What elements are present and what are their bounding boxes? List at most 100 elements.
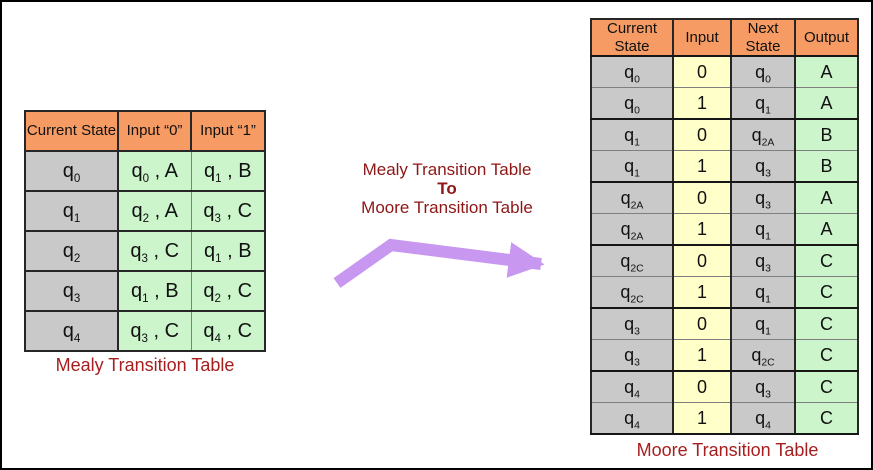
cell: q4 — [590, 371, 674, 403]
state-subscript: 3 — [634, 357, 640, 369]
cell-text: q — [130, 279, 143, 302]
transform-label-line2: To — [437, 179, 457, 198]
state-subscript: 2A — [630, 200, 644, 212]
cell-text: q — [131, 199, 143, 222]
cell-text: 0 — [696, 187, 707, 208]
cell-text: q — [624, 92, 635, 113]
cell: 1 — [672, 339, 732, 372]
cell: q2C — [590, 276, 674, 309]
state-subscript: 4 — [214, 331, 221, 345]
cell-text: q — [755, 155, 766, 176]
cell: q2A — [590, 182, 674, 214]
state-subscript: 2 — [214, 291, 221, 305]
cell: q2C — [590, 245, 674, 277]
cell-text: 0 — [696, 124, 707, 145]
cell: C — [794, 245, 859, 277]
cell-text: A — [820, 218, 833, 239]
cell: q3 — [590, 308, 674, 340]
cell-text: A — [820, 61, 833, 82]
state-subscript: 0 — [634, 105, 640, 117]
cell: q0 — [24, 150, 119, 192]
cell: q2A — [590, 213, 674, 246]
cell-suffix: , B — [148, 279, 179, 302]
cell-text: 0 — [696, 313, 707, 334]
cell-text: 1 — [696, 155, 707, 176]
state-subscript: 2 — [142, 211, 150, 225]
cell-text: q — [624, 124, 635, 145]
column-header: Current State — [590, 18, 674, 57]
cell-text: q — [755, 187, 766, 208]
column-header: Input — [672, 18, 732, 57]
state-subscript: 1 — [215, 251, 222, 265]
column-header: Output — [794, 18, 859, 57]
cell: 0 — [672, 56, 732, 88]
cell-suffix: , C — [220, 319, 253, 342]
cell: q1 — [730, 276, 796, 309]
cell: C — [794, 371, 859, 403]
state-subscript: 1 — [765, 231, 771, 243]
cell-suffix: , C — [220, 279, 253, 302]
cell-suffix: , A — [149, 159, 178, 182]
cell: A — [794, 56, 859, 88]
cell-text: 1 — [696, 92, 707, 113]
column-header: Next State — [730, 18, 796, 57]
state-subscript: 0 — [765, 74, 771, 86]
state-subscript: 3 — [214, 211, 221, 225]
cell-text: C — [820, 376, 833, 397]
cell-text: q — [131, 159, 143, 182]
cell: q0 , A — [117, 150, 192, 192]
cell-text: q — [755, 250, 766, 271]
cell: q4 — [24, 310, 119, 352]
cell: 1 — [672, 87, 732, 120]
cell: q0 — [730, 56, 796, 88]
cell-text: C — [820, 407, 833, 428]
cell: 0 — [672, 308, 732, 340]
mealy-to-moore-arrow-icon — [333, 238, 545, 288]
cell: 0 — [672, 245, 732, 277]
transform-label: Mealy Transition Table To Moore Transiti… — [327, 160, 567, 217]
state-subscript: 2C — [761, 357, 775, 369]
cell-suffix: , A — [149, 199, 178, 222]
state-subscript: 1 — [634, 137, 640, 149]
cell-suffix: , B — [221, 239, 252, 262]
cell: 0 — [672, 182, 732, 214]
cell-text: q — [755, 313, 766, 334]
cell: q3 — [730, 371, 796, 403]
state-subscript: 0 — [142, 171, 150, 185]
state-subscript: 1 — [73, 211, 81, 225]
state-subscript: 3 — [765, 263, 771, 275]
cell-text: q — [62, 279, 74, 302]
cell: q1 — [730, 213, 796, 246]
cell: q4 — [590, 402, 674, 435]
cell: 1 — [672, 402, 732, 435]
cell-text: q — [203, 319, 215, 342]
cell-text: q — [624, 155, 635, 176]
mealy-table-caption: Mealy Transition Table — [55, 355, 235, 375]
cell: A — [794, 213, 859, 246]
cell-text: q — [203, 199, 215, 222]
cell-text: q — [620, 187, 631, 208]
transform-label-line1: Mealy Transition Table — [362, 160, 532, 179]
cell-text: q — [624, 61, 635, 82]
cell-text: q — [130, 239, 142, 262]
cell: B — [794, 150, 859, 183]
cell: q2 , A — [117, 190, 192, 232]
state-subscript: 3 — [141, 331, 148, 345]
cell: 1 — [672, 213, 732, 246]
cell-suffix: , B — [221, 159, 252, 182]
cell-suffix: , C — [220, 199, 253, 222]
state-subscript: 4 — [634, 420, 640, 432]
cell-text: q — [130, 319, 142, 342]
